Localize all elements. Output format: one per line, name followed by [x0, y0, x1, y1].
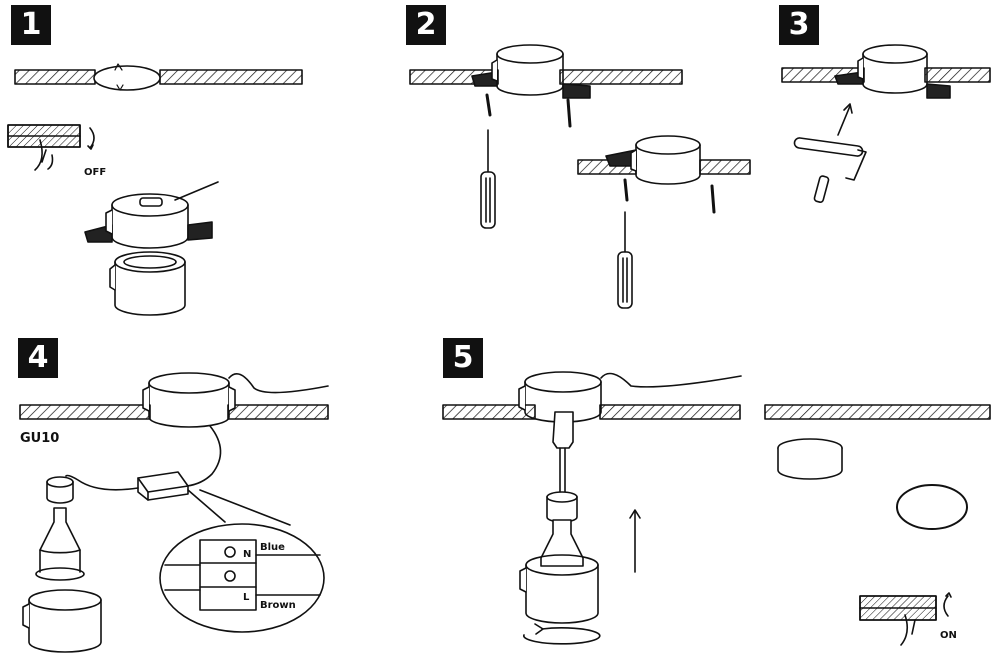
screwdriver-icon — [480, 129, 496, 229]
step-3-badge: 3 — [779, 5, 819, 45]
downlight-housing — [518, 371, 602, 449]
brown-wire-label: Brown — [260, 600, 296, 611]
step-1-badge: 1 — [11, 5, 51, 45]
spring-clip — [623, 178, 716, 214]
gu10-socket — [46, 476, 74, 504]
ceiling-cutout — [93, 65, 161, 91]
up-arrow-icon — [837, 103, 853, 136]
downlight-housing — [142, 372, 236, 428]
gu10-socket — [546, 491, 578, 523]
downlight-housing — [834, 44, 951, 99]
downlight-housing — [471, 44, 591, 99]
neutral-terminal-label: N — [243, 549, 251, 560]
breaker-switch-icon — [7, 124, 95, 171]
downlight-housing — [84, 181, 219, 249]
lamp-cable — [559, 447, 566, 495]
off-label: OFF — [84, 167, 106, 178]
step-2-badge: 2 — [406, 5, 446, 45]
ceiling-slab — [699, 159, 751, 175]
terminal-block-callout — [159, 523, 325, 633]
ceiling-slab — [599, 404, 741, 420]
lamp-cylinder — [519, 554, 599, 624]
step-1-panel: OFF — [7, 63, 303, 316]
lamp-cable — [65, 474, 139, 491]
ceiling-slab — [227, 404, 329, 420]
blue-wire-label: Blue — [260, 542, 285, 553]
step-4-badge: 4 — [18, 338, 58, 378]
lamp-cylinder — [109, 251, 186, 316]
up-arrow-icon — [629, 509, 641, 573]
breaker-switch-icon — [859, 592, 952, 646]
installed-downlight — [777, 438, 843, 480]
gu10-bulb — [540, 519, 584, 567]
step-5-badge: 5 — [443, 338, 483, 378]
step-4-panel: GU10 N L Blue Brown — [19, 372, 329, 653]
supply-cable — [228, 372, 329, 394]
ceiling-slab — [924, 67, 991, 83]
supply-cable — [600, 372, 742, 388]
driver-box — [137, 471, 189, 501]
ceiling-slab — [442, 404, 536, 420]
gu10-bulb — [35, 507, 85, 581]
step-2-panel — [409, 44, 751, 309]
lamp-cylinder — [22, 589, 102, 653]
ceiling-slab — [159, 69, 303, 85]
installed-downlight-face — [896, 484, 968, 530]
spring-clip — [485, 93, 572, 128]
on-label: ON — [940, 630, 957, 641]
ceiling-slab — [764, 404, 991, 420]
lamp-type-label: GU10 — [20, 431, 59, 446]
rotate-arrow-icon — [523, 623, 601, 645]
paint-roller-icon — [793, 137, 867, 203]
screwdriver-icon — [617, 211, 633, 309]
step-5-panel: ON — [442, 371, 991, 646]
live-terminal-label: L — [243, 592, 250, 603]
connector-cable — [186, 425, 222, 487]
ceiling-slab — [14, 69, 96, 85]
step-3-panel — [781, 44, 991, 203]
ceiling-slab — [559, 69, 683, 85]
ceiling-slab — [19, 404, 151, 420]
downlight-housing — [605, 135, 701, 185]
